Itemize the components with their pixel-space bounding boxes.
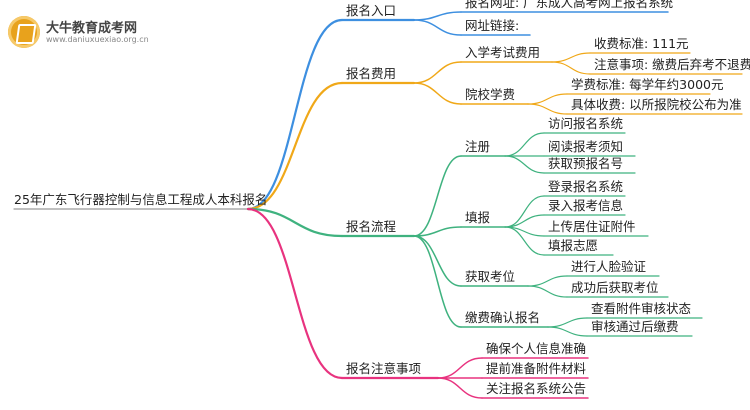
subtopic-connector — [413, 11, 462, 21]
leaf-topic: 填报志愿 — [548, 238, 598, 253]
leaf-connector — [527, 285, 568, 298]
subtopic: 注册 — [465, 139, 490, 154]
branch-connector — [246, 207, 344, 380]
leaf-connector — [504, 226, 545, 256]
subtopic-connector — [437, 377, 483, 399]
subtopic-connector — [413, 61, 462, 84]
branch-topic: 报名入口 — [346, 3, 396, 18]
leaf-topic: 学费标准: 每学年约3000元 — [571, 77, 724, 92]
leaf-connector — [527, 103, 568, 115]
leaf-connector — [551, 61, 591, 75]
subtopic: 提前准备附件材料 — [486, 361, 587, 376]
subtopic-connector — [413, 226, 462, 237]
leaf-topic: 访问报名系统 — [548, 116, 623, 131]
subtopic-connector — [437, 357, 483, 379]
connector-lines — [13, 11, 743, 399]
leaf-connector — [527, 93, 568, 105]
site-logo: 大牛教育成考网 www.daniuxuexiao.org.cn — [8, 16, 149, 52]
branch-topic: 报名费用 — [346, 66, 396, 81]
branch-topic: 报名注意事项 — [346, 361, 421, 376]
branch-topic: 报名流程 — [346, 219, 397, 234]
logo-url: www.daniuxuexiao.org.cn — [46, 35, 149, 44]
logo-name: 大牛教育成考网 — [46, 21, 138, 36]
subtopic-connector — [413, 19, 462, 36]
leaf-topic: 录入报考信息 — [548, 198, 623, 213]
leaf-connector — [547, 317, 588, 328]
leaf-topic: 获取预报名号 — [548, 156, 623, 171]
leaf-connector — [504, 195, 545, 228]
subtopic-connector — [413, 235, 462, 287]
subtopic: 缴费确认报名 — [465, 310, 540, 325]
book-icon — [8, 16, 40, 48]
branch-connector — [246, 81, 344, 211]
subtopic-connector — [413, 82, 462, 105]
branch-connector — [246, 207, 344, 238]
leaf-topic: 查看附件审核状态 — [591, 301, 691, 316]
leaf-topic: 登录报名系统 — [548, 179, 623, 194]
leaf-connector — [504, 132, 545, 157]
leaf-topic: 上传居住证附件 — [548, 219, 636, 234]
leaf-topic: 具体收费: 以所报院校公布为准 — [571, 97, 742, 112]
leaf-connector — [527, 275, 568, 287]
leaf-connector — [504, 155, 545, 174]
leaf-topic: 注意事项: 缴费后弃考不退费 — [594, 57, 750, 72]
mind-map-nodes: 25年广东飞行器控制与信息工程成人本科报名 报名入口 报名网址: 广东成人高考网上报… — [14, 0, 750, 396]
subtopic: 报名网址: 广东成人高考网上报名系统 — [465, 0, 673, 10]
leaf-topic: 审核通过后缴费 — [591, 319, 679, 334]
leaf-topic: 阅读报考须知 — [548, 139, 623, 154]
subtopic: 确保个人信息准确 — [486, 341, 586, 356]
subtopic: 网址链接: — [465, 18, 519, 33]
leaf-connector — [504, 214, 545, 228]
leaf-topic: 进行人脸验证 — [571, 259, 647, 274]
subtopic-connector — [413, 235, 462, 328]
subtopic: 入学考试费用 — [465, 45, 540, 60]
leaf-topic: 收费标准: 111元 — [594, 36, 689, 51]
subtopic: 关注报名系统公告 — [486, 381, 586, 396]
subtopic: 填报 — [465, 210, 491, 225]
leaf-connector — [547, 326, 588, 337]
branch-connector — [246, 18, 344, 211]
subtopic: 获取考位 — [465, 269, 515, 284]
leaf-connector — [551, 52, 591, 63]
subtopic: 院校学费 — [465, 87, 515, 102]
subtopic-connector — [413, 155, 462, 237]
root-topic: 25年广东飞行器控制与信息工程成人本科报名 — [14, 192, 267, 207]
leaf-topic: 成功后获取考位 — [571, 280, 659, 295]
